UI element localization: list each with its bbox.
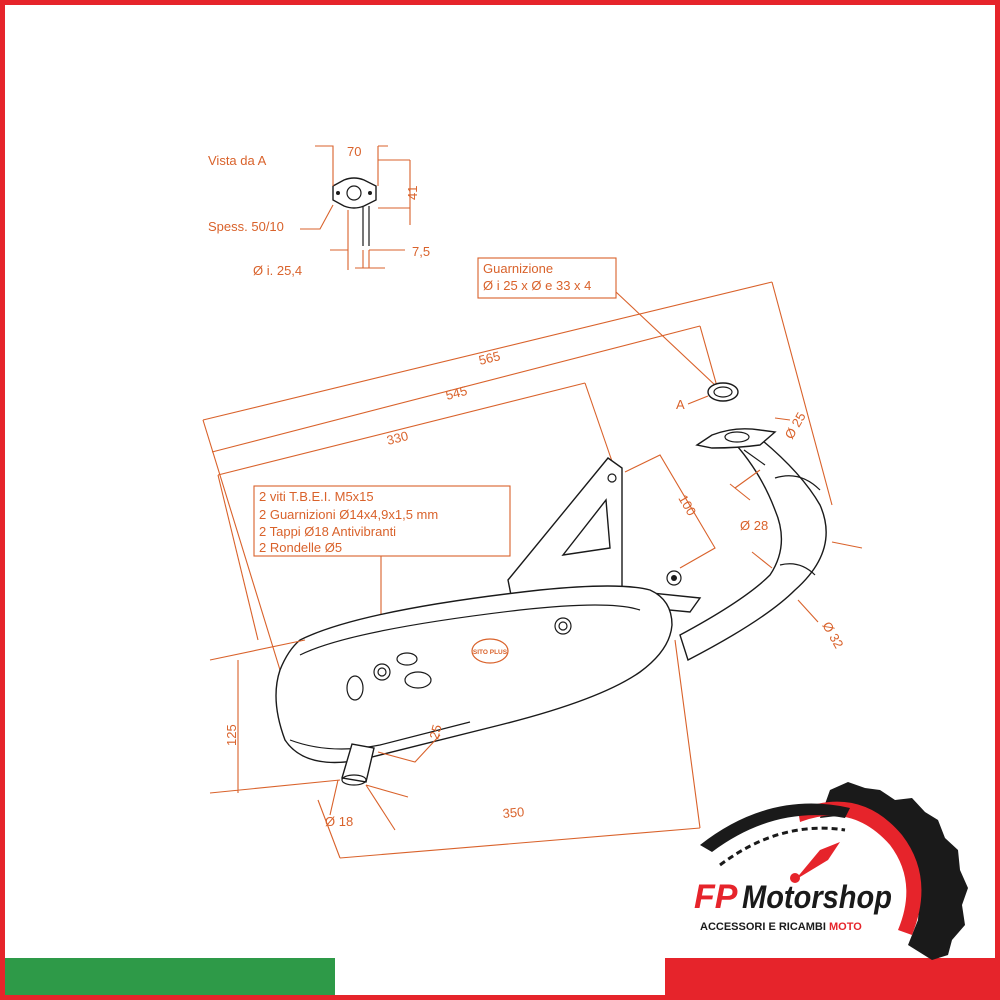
dim-25: 25 (426, 723, 444, 741)
kit-note-line3: 2 Tappi Ø18 Antivibranti (259, 524, 396, 539)
thickness-label: Spess. 50/10 (208, 219, 284, 234)
exhaust-flange-icon (695, 428, 777, 449)
gasket-note-line1: Guarnizione (483, 261, 553, 276)
flag-white-band (335, 958, 665, 1000)
view-a-offset: 7,5 (412, 244, 430, 259)
header-pipe-icon (679, 431, 827, 662)
pipe-d28: Ø 28 (740, 518, 768, 533)
flange-plate-icon (332, 177, 377, 209)
flag-green-band (0, 958, 335, 1000)
flag-red-band (665, 958, 1000, 1000)
dim-330: 330 (385, 428, 410, 448)
kit-note-line2: 2 Guarnizioni Ø14x4,9x1,5 mm (259, 507, 438, 522)
view-a-detail: Vista da A Spess. 50/10 Ø i. 25,4 70 41 … (208, 144, 430, 278)
brand-badge: SITO PLUS (471, 638, 509, 664)
view-a-height: 41 (405, 186, 420, 200)
dim-350: 350 (502, 804, 525, 821)
logo-tagline-accent: MOTO (829, 921, 862, 933)
tail-d18: Ø 18 (325, 814, 353, 829)
flange-hole-icon (346, 185, 362, 201)
logo-tagline: ACCESSORI E RICAMBI (700, 921, 829, 933)
tail-pipe-icon (341, 743, 375, 783)
logo-motorshop: Motorshop (742, 879, 892, 915)
view-a-title: Vista da A (208, 153, 267, 168)
logo-gear-icon (700, 782, 968, 960)
kit-note: 2 viti T.B.E.I. M5x15 2 Guarnizioni Ø14x… (253, 485, 511, 668)
dim-125: 125 (224, 724, 239, 746)
svg-text:SITO PLUS: SITO PLUS (473, 649, 508, 656)
kit-note-line4: 2 Rondelle Ø5 (259, 540, 342, 555)
gasket-note-line2: Ø i 25 x Ø e 33 x 4 (483, 278, 591, 293)
logo-fp: FP (694, 878, 738, 916)
kit-note-line1: 2 viti T.B.E.I. M5x15 (259, 489, 374, 504)
silencer-body-icon (275, 585, 673, 764)
svg-text:ACCESSORI E RICAMBI MOTO: ACCESSORI E RICAMBI MOTO (700, 921, 862, 933)
gasket-ring-icon (707, 382, 739, 402)
overall-dimensions: 565 545 330 100 (202, 281, 833, 671)
exhaust-line-art: SITO PLUS (275, 382, 827, 786)
gasket-note: Guarnizione Ø i 25 x Ø e 33 x 4 (477, 257, 717, 387)
dim-545: 545 (444, 383, 469, 403)
view-a-marker: A (676, 397, 685, 412)
inner-diameter-label: Ø i. 25,4 (253, 263, 302, 278)
view-a-width: 70 (347, 144, 361, 159)
detail-dimensions: A Ø 25 Ø 28 Ø 32 125 25 350 Ø 18 (209, 395, 863, 859)
dim-565: 565 (477, 348, 502, 368)
